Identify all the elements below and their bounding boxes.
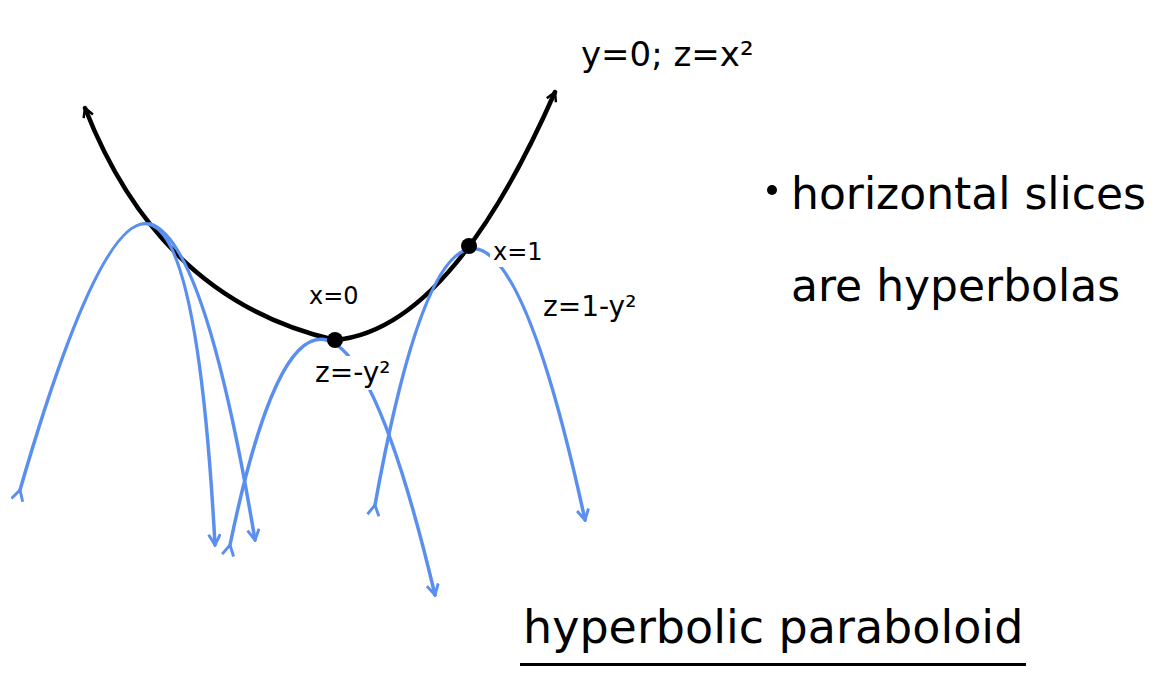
slice-curve <box>20 224 215 545</box>
bullet-dot <box>767 185 777 195</box>
parabola-curve <box>85 92 555 340</box>
point-dot <box>327 332 343 348</box>
slice-curve <box>230 339 435 595</box>
diagram-title: hyperbolic paraboloid <box>520 600 1026 666</box>
note-text: horizontal slices are hyperbolas <box>788 148 1154 333</box>
axis-label: y=0; z=x² <box>578 34 757 75</box>
axis-label: x=1 <box>490 238 546 267</box>
axis-label: z=1-y² <box>540 290 639 324</box>
axis-label: z=-y² <box>312 356 394 390</box>
slice-curve <box>150 224 255 540</box>
point-dot <box>461 238 477 254</box>
axis-label: x=0 <box>306 282 362 311</box>
